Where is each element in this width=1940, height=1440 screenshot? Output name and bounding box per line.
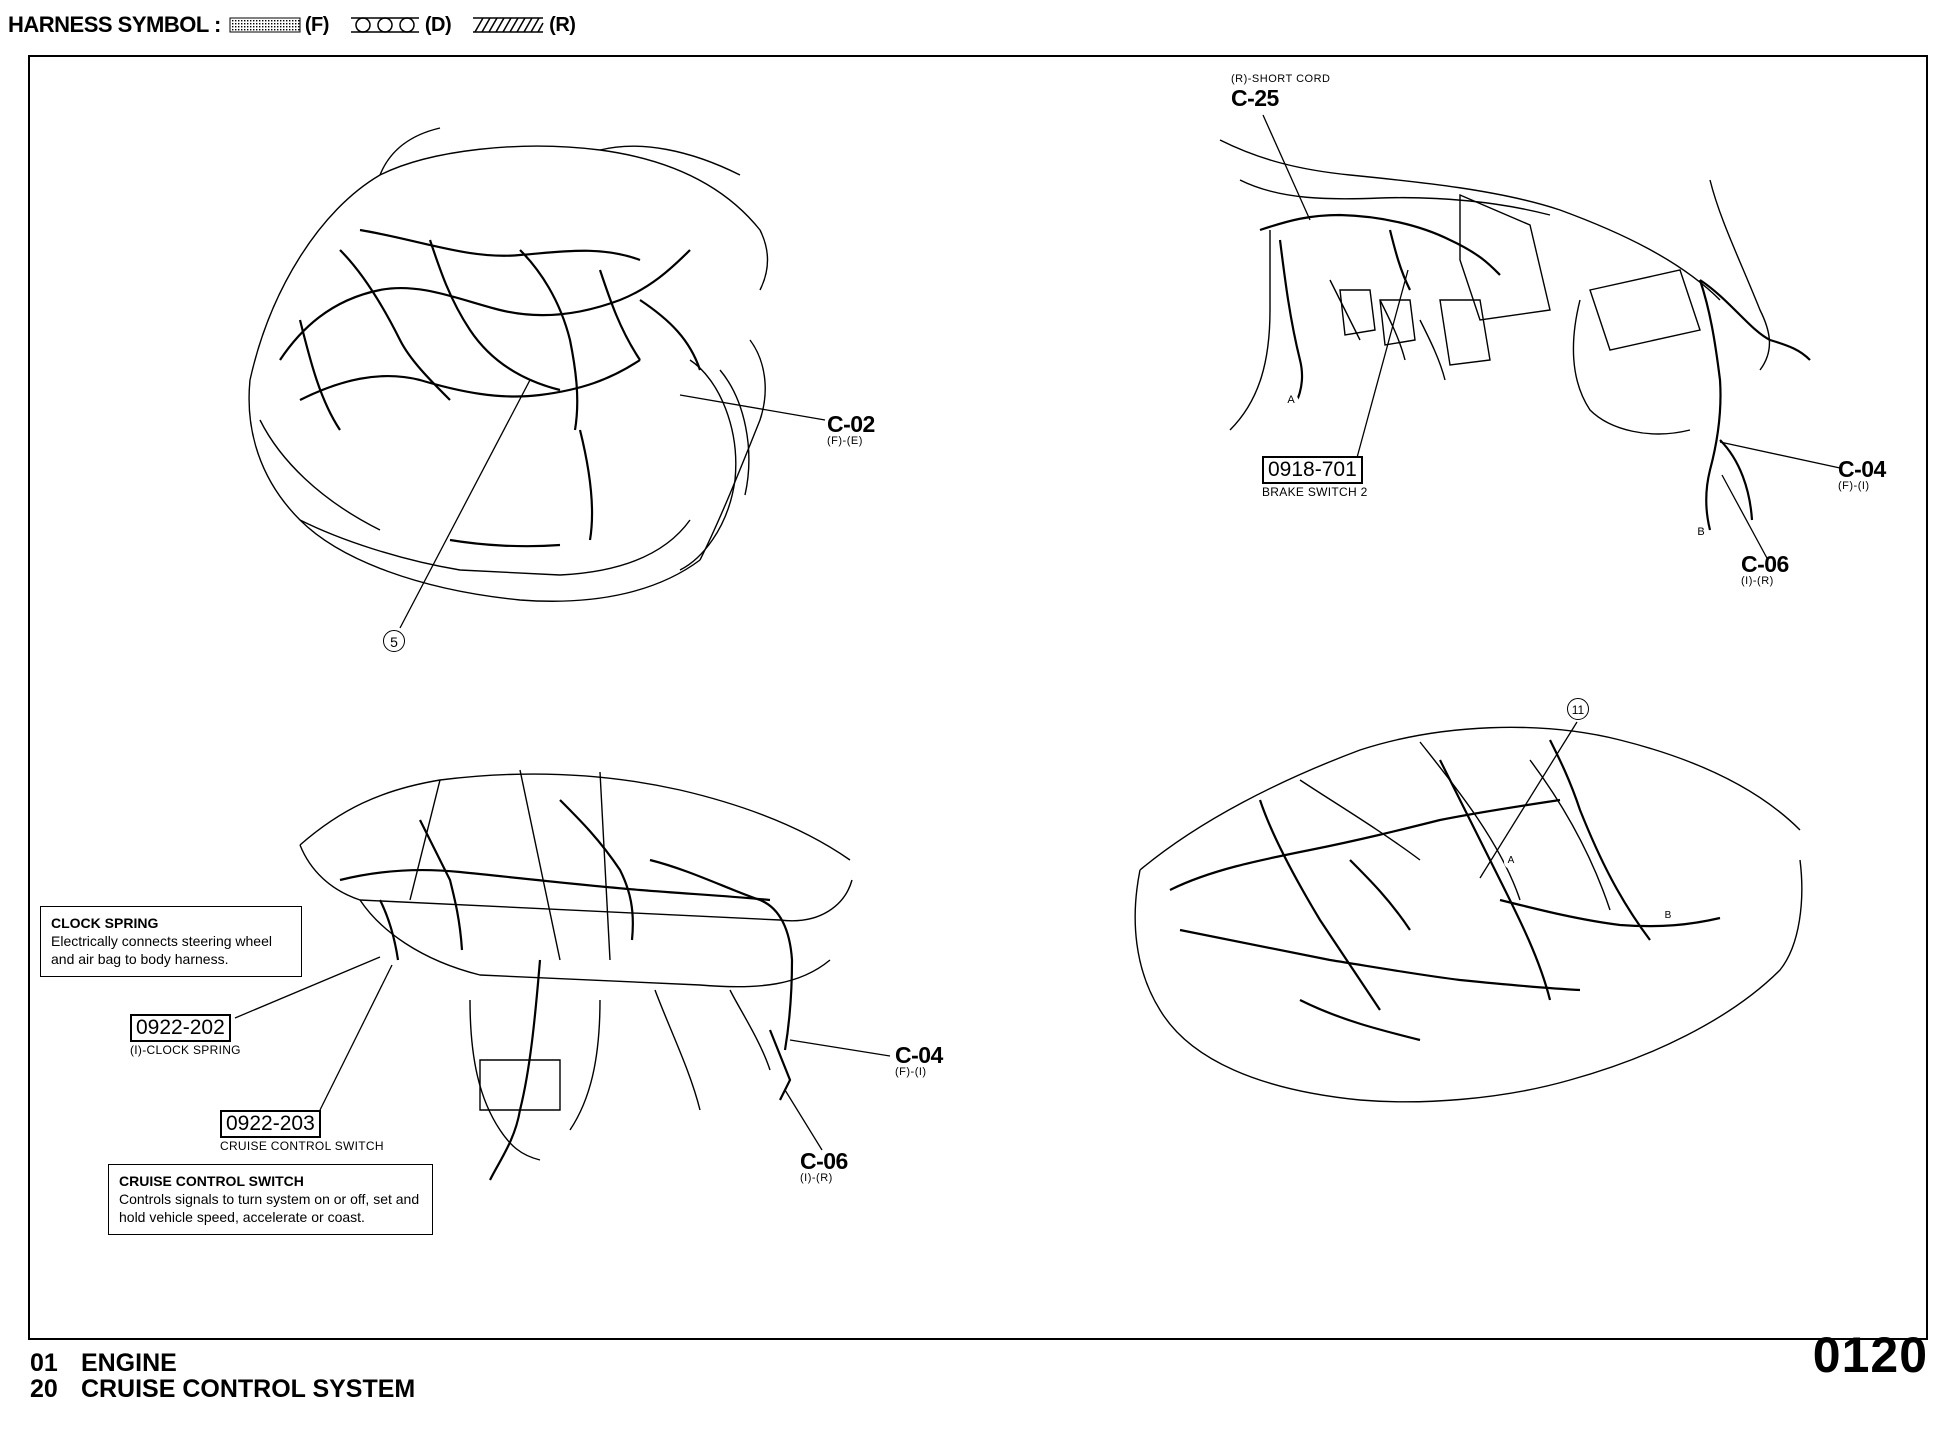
page-number: 0120 (1812, 1327, 1928, 1383)
legend-code-d: (D) (424, 13, 452, 36)
part-0918-701: 0918-701 BRAKE SWITCH 2 (1262, 456, 1368, 498)
connector-sub: (I)-(R) (800, 1172, 833, 1184)
footer-line-2: 20 CRUISE CONTROL SYSTEM (30, 1375, 416, 1404)
vehicle-marker-b: B (1664, 910, 1672, 921)
connector-c06-dash: C-06 (I)-(R) (800, 1150, 848, 1184)
engine-bay-car-outline (248, 127, 769, 602)
connector-ref: C-25 (1231, 85, 1279, 111)
connector-sub: (F)-(I) (1838, 480, 1870, 492)
part-name: CRUISE CONTROL SWITCH (220, 1139, 384, 1154)
footer-code-1: 01 (30, 1349, 58, 1377)
part-0922-202: 0922-202 (I)-CLOCK SPRING (130, 1014, 241, 1056)
connector-sub: (R)-SHORT CORD (1231, 73, 1331, 85)
connector-c04-top: C-04 (F)-(I) (1838, 458, 1886, 492)
brake-marker-a: A (1287, 394, 1295, 406)
circles-symbol-icon (350, 17, 419, 33)
cruise-control-switch-note: CRUISE CONTROL SWITCH Controls signals t… (108, 1164, 433, 1235)
clock-spring-note: CLOCK SPRING Electrically connects steer… (40, 906, 302, 977)
callout-5: 5 (383, 630, 405, 652)
legend-code-r: (R) (549, 13, 576, 36)
part-name: (I)-CLOCK SPRING (130, 1043, 241, 1058)
dashboard-outline (299, 769, 853, 1161)
legend-label: HARNESS SYMBOL : (8, 12, 221, 37)
footer-text-1: ENGINE (80, 1349, 177, 1377)
connector-sub: (F)-(E) (827, 435, 863, 447)
vehicle-overview-leaders (1479, 721, 1578, 879)
connector-c06-top: C-06 (I)-(R) (1741, 553, 1789, 587)
diagram-frame (28, 55, 1928, 1340)
brake-area-harness (1259, 213, 1811, 531)
dotted-fill-symbol-icon (229, 17, 301, 33)
part-code: 0922-202 (130, 1014, 231, 1043)
legend-item-d: (D) (349, 13, 452, 37)
harness-symbol-legend: HARNESS SYMBOL : (F) (D) (R) (8, 12, 576, 38)
section-footer: 01 ENGINE 20 CRUISE CONTROL SYSTEM (30, 1350, 415, 1403)
dashboard-harness (339, 799, 794, 1181)
footer-line-1: 01 ENGINE (30, 1349, 415, 1377)
note-title: CRUISE CONTROL SWITCH (119, 1173, 304, 1189)
part-name: BRAKE SWITCH 2 (1262, 485, 1368, 500)
hatched-symbol-icon (473, 17, 544, 33)
connector-c02: C-02 (F)-(E) (827, 413, 875, 447)
part-code: 0918-701 (1262, 456, 1363, 485)
part-code: 0922-203 (220, 1110, 321, 1139)
connector-c04-dash: C-04 (F)-(I) (895, 1044, 943, 1078)
dashboard-leaders (234, 956, 891, 1151)
connector-c25: (R)-SHORT CORD C-25 (1231, 74, 1330, 110)
engine-bay-leaders (399, 379, 826, 629)
markers (1283, 394, 1709, 924)
connector-ref: C-04 (895, 1042, 943, 1068)
note-title: CLOCK SPRING (51, 915, 159, 931)
engine-bay-harness (279, 228, 702, 548)
part-0922-203: 0922-203 CRUISE CONTROL SWITCH (220, 1110, 384, 1152)
vehicle-marker-a: A (1507, 855, 1515, 866)
note-text: Electrically connects steering wheel and… (51, 933, 272, 968)
legend-item-f: (F) (229, 14, 329, 37)
vehicle-overview-harness (1169, 739, 1721, 1042)
legend-item-r: (R) (471, 13, 576, 37)
connector-ref: C-06 (1741, 551, 1789, 577)
callout-11: 11 (1567, 698, 1589, 720)
note-text: Controls signals to turn system on or of… (119, 1191, 420, 1226)
connector-sub: (F)-(I) (895, 1066, 927, 1078)
connector-ref: C-06 (800, 1148, 848, 1174)
footer-text-2: CRUISE CONTROL SYSTEM (80, 1375, 416, 1404)
footer-code-2: 20 (30, 1375, 58, 1404)
brake-area-outline (1219, 139, 1771, 435)
connector-ref: C-04 (1838, 456, 1886, 482)
brake-area-leaders (1262, 114, 1841, 561)
legend-code-f: (F) (304, 13, 330, 36)
brake-marker-b: B (1697, 526, 1705, 538)
connector-sub: (I)-(R) (1741, 575, 1774, 587)
connector-ref: C-02 (827, 411, 875, 437)
